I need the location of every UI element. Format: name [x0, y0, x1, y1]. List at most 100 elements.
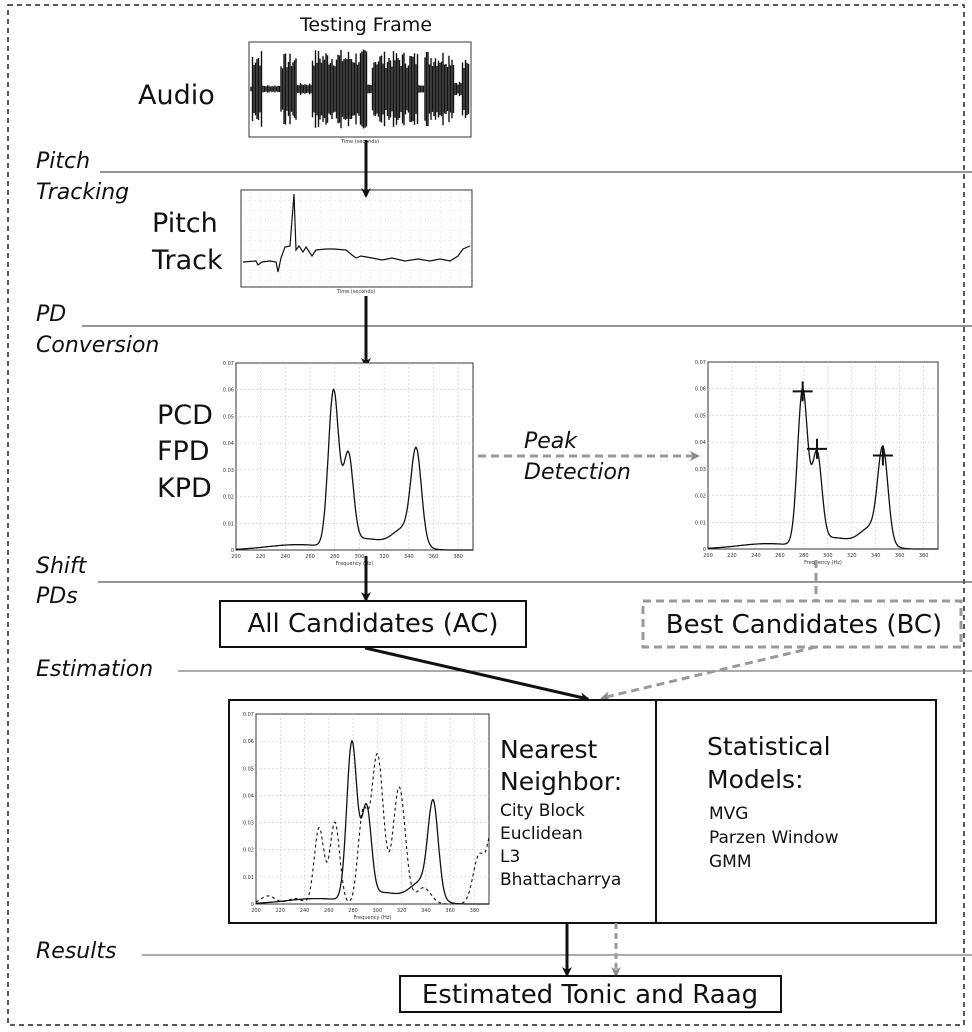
svg-text:Time (seconds): Time (seconds) — [340, 139, 379, 145]
arrow-bc-to-estimation — [600, 645, 817, 702]
svg-text:Time (seconds): Time (seconds) — [336, 289, 375, 295]
pd-ytick: 0 — [231, 548, 234, 554]
pd-xtick: 360 — [445, 908, 455, 914]
pd-xtick: 300 — [373, 908, 383, 914]
pd-xtick: 240 — [751, 553, 761, 559]
pd-xtick: 300 — [355, 554, 365, 560]
sm-title-1: Statistical — [707, 732, 831, 761]
all-candidates-label: All Candidates (AC) — [248, 609, 499, 639]
pd-ytick: 0.05 — [243, 766, 254, 772]
pd-xtick: 240 — [281, 554, 291, 560]
pd-xtick: 260 — [775, 553, 785, 559]
nn-title-1: Nearest — [500, 735, 598, 764]
output-box — [399, 975, 782, 1013]
nn-item-city-block: City Block — [500, 801, 585, 821]
pd-ytick: 0.05 — [223, 414, 234, 420]
pd-xtick: 200 — [251, 908, 261, 914]
pd-xlabel: Frequency (Hz) — [354, 915, 392, 921]
pd-ytick: 0.04 — [243, 793, 254, 799]
nn-item-bhattacharrya: Bhattacharrya — [500, 870, 621, 890]
best-candidates-label: Best Candidates (BC) — [666, 610, 942, 640]
pd-type-pcd: PCD — [157, 400, 213, 431]
nn-item-l3: L3 — [500, 847, 520, 867]
pd-xtick: 200 — [231, 554, 241, 560]
pd-xtick: 200 — [703, 553, 713, 559]
sm-item-gmm: GMM — [709, 852, 752, 872]
pd-ytick: 0 — [251, 902, 254, 908]
pd-chart-right: 200 220 240 260 280 300 320 340 360 380 0 0.01 0.02 0… — [695, 360, 939, 566]
pd-ytick: 0.02 — [243, 848, 254, 854]
pd-ytick: 0 — [703, 547, 706, 553]
pd-type-fpd: FPD — [157, 436, 210, 467]
pd-xtick: 320 — [847, 553, 857, 559]
pd-ytick: 0.06 — [695, 387, 706, 393]
pd-xtick: 260 — [305, 554, 315, 560]
process-shift-pds-1: Shift — [36, 554, 88, 579]
pd-ytick: 0.03 — [223, 468, 234, 474]
pd-ytick: 0.01 — [695, 520, 706, 526]
pd-ytick: 0.03 — [243, 821, 254, 827]
pd-xtick: 340 — [404, 554, 414, 560]
pitch-track-label-2: Track — [151, 245, 223, 276]
nn-item-euclidean: Euclidean — [500, 824, 583, 844]
peak-detection-label-2: Detection — [524, 460, 631, 485]
pd-ytick: 0.05 — [695, 413, 706, 419]
pd-ytick: 0.07 — [223, 361, 234, 367]
pd-xtick: 280 — [330, 554, 340, 560]
best-candidates-box — [641, 599, 963, 649]
pd-ytick: 0.01 — [243, 875, 254, 881]
process-shift-pds-2: PDs — [36, 584, 78, 609]
output-label: Estimated Tonic and Raag — [422, 980, 758, 1010]
sm-item-parzen: Parzen Window — [709, 828, 839, 848]
audio-label: Audio — [138, 80, 215, 111]
pd-xtick: 380 — [453, 554, 463, 560]
pd-xtick: 360 — [895, 553, 905, 559]
pd-chart-left: 200 220 240 260 280 300 320 340 360 380 0 0.01 0.02 0… — [223, 361, 474, 567]
pd-xtick: 220 — [256, 554, 266, 560]
pd-xtick: 320 — [379, 554, 389, 560]
pd-xtick: 240 — [300, 908, 310, 914]
pd-xlabel: Frequency (Hz) — [336, 561, 374, 567]
pd-xtick: 220 — [275, 908, 285, 914]
pd-xtick: 300 — [823, 553, 833, 559]
pd-ytick: 0.04 — [695, 440, 706, 446]
process-pd-conversion-2: Conversion — [36, 333, 159, 358]
process-pd-conversion-1: PD — [36, 302, 66, 327]
pd-ytick: 0.06 — [243, 739, 254, 745]
pd-xtick: 280 — [348, 908, 358, 914]
nn-title-2: Neighbor: — [500, 767, 622, 796]
arrow-ac-to-estimation — [364, 646, 590, 703]
pd-xtick: 340 — [871, 553, 881, 559]
pd-xtick: 320 — [397, 908, 407, 914]
process-results: Results — [36, 939, 116, 964]
process-estimation: Estimation — [36, 657, 153, 682]
pd-ytick: 0.02 — [223, 495, 234, 501]
pd-xtick: 220 — [727, 553, 737, 559]
process-pitch-tracking-2: Tracking — [36, 180, 129, 205]
pd-xtick: 280 — [799, 553, 809, 559]
sm-item-mvg: MVG — [709, 804, 748, 824]
pd-ytick: 0.07 — [695, 360, 706, 366]
pd-xtick: 380 — [470, 908, 480, 914]
pd-ytick: 0.03 — [695, 467, 706, 473]
pitch-track-plot: Time (seconds) — [240, 189, 473, 295]
process-pitch-tracking-1: Pitch — [36, 149, 90, 174]
pd-ytick: 0.02 — [695, 494, 706, 500]
testing-frame-border — [7, 4, 965, 1026]
pd-ytick: 0.07 — [243, 712, 254, 718]
pd-xtick: 360 — [429, 554, 439, 560]
pd-xtick: 260 — [324, 908, 334, 914]
all-candidates-box — [219, 600, 527, 648]
pd-xtick: 380 — [919, 553, 929, 559]
pd-xlabel: Frequency (Hz) — [804, 560, 842, 566]
pd-ytick: 0.04 — [223, 441, 234, 447]
pd-ytick: 0.06 — [223, 388, 234, 394]
peak-detection-label-1: Peak — [524, 429, 578, 454]
pd-type-kpd: KPD — [157, 473, 212, 504]
sm-title-2: Models: — [707, 765, 804, 794]
audio-waveform-plot: Time (seconds) — [248, 41, 472, 145]
pitch-track-label-1: Pitch — [152, 208, 218, 239]
pd-ytick: 0.01 — [223, 521, 234, 527]
